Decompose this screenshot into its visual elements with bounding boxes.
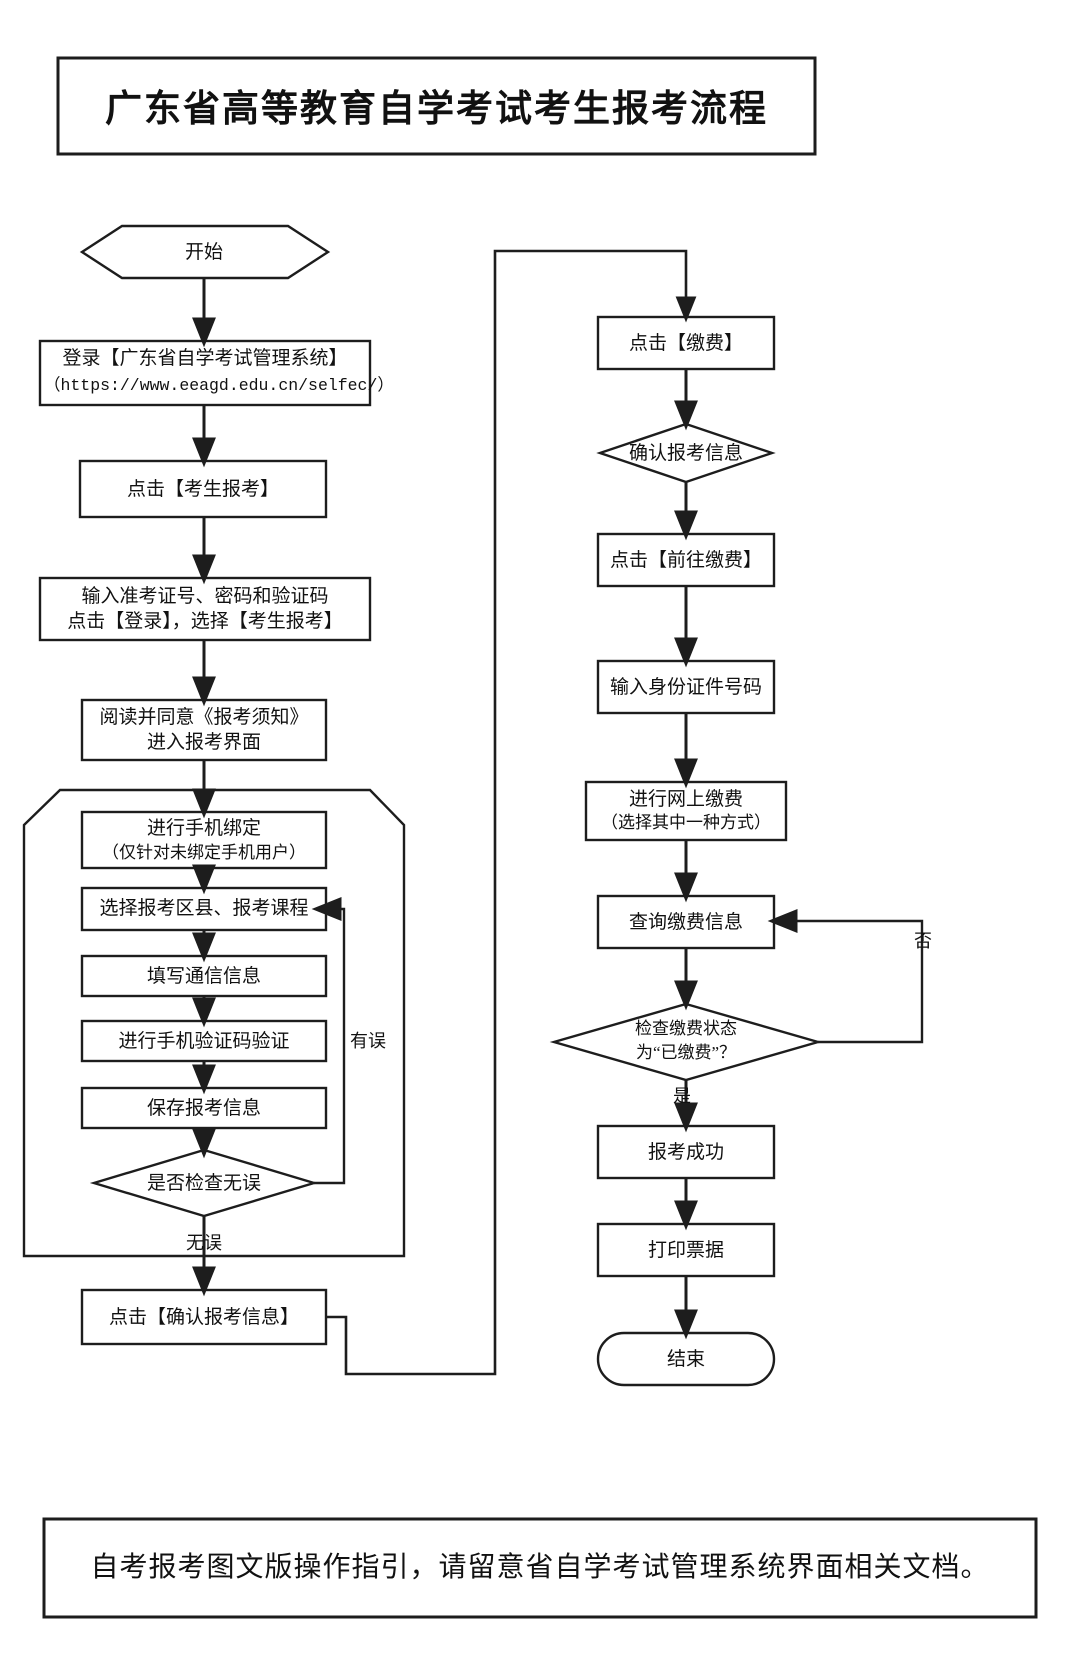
apply-success-node-label: 报考成功 xyxy=(647,1142,724,1163)
online-pay-node-label-line2: （选择其中一种方式） xyxy=(601,813,771,832)
online-pay-node-label-line1: 进行网上缴费 xyxy=(628,789,743,810)
click-goto-pay-node-label: 点击【前往缴费】 xyxy=(609,550,762,571)
footer-box xyxy=(42,1517,1038,1619)
read-notice-node-label-line2: 进入报考界面 xyxy=(146,732,261,753)
confirm-info-node-label: 点击【确认报考信息】 xyxy=(108,1307,299,1328)
edge-confirm-to-pay xyxy=(326,249,697,1376)
enter-credentials-node-label-line2: 点击【登录】，选择【考生报考】 xyxy=(67,611,343,632)
title-box xyxy=(56,56,817,156)
payment-status-node-label-line2: 为“已缴费”？ xyxy=(635,1043,737,1062)
edge-no-loopback xyxy=(790,919,924,1044)
confirm-apply-info-node-label: 确认报考信息 xyxy=(628,443,743,464)
footer-note: 自考报考图文版操作指引，请留意省自学考试管理系统界面相关文档。 xyxy=(90,1552,990,1583)
end-node-label: 结束 xyxy=(666,1349,705,1370)
check-decision-node-label: 是否检查无误 xyxy=(146,1173,261,1194)
login-node-label-line2: （https://www.eeagd.edu.cn/selfec/） xyxy=(44,376,394,395)
bind-phone-node-label-line2: （仅针对未绑定手机用户） xyxy=(102,843,306,862)
read-notice-node-label-line1: 阅读并同意《报考须知》 xyxy=(99,707,309,728)
edge-label-yes: 是 xyxy=(673,1086,691,1106)
start-node-label: 开始 xyxy=(184,242,223,263)
query-payment-node-label: 查询缴费信息 xyxy=(628,912,743,933)
save-info-node-label: 保存报考信息 xyxy=(146,1098,261,1119)
select-course-node-label: 选择报考区县、报考课程 xyxy=(99,898,309,919)
edge-label-error: 有误 xyxy=(350,1031,386,1051)
page-title: 广东省高等教育自学考试考生报考流程 xyxy=(105,89,768,130)
print-receipt-node-label: 打印票据 xyxy=(647,1240,724,1261)
login-node-label-line1: 登录【广东省自学考试管理系统】 xyxy=(62,348,348,369)
bind-phone-node-label-line1: 进行手机绑定 xyxy=(146,818,261,839)
click-pay-node-label: 点击【缴费】 xyxy=(628,333,743,354)
payment-status-node-label-line1: 检查缴费状态 xyxy=(635,1019,737,1038)
verify-sms-node-label: 进行手机验证码验证 xyxy=(118,1031,290,1052)
edge-label-no-error: 无误 xyxy=(186,1233,222,1253)
enter-id-node-label: 输入身份证件号码 xyxy=(609,677,762,698)
enter-credentials-node-label-line1: 输入准考证号、密码和验证码 xyxy=(81,586,329,607)
start-hexagon xyxy=(79,224,331,280)
loop-container xyxy=(22,788,406,1258)
click-apply-node-label: 点击【考生报考】 xyxy=(126,479,279,500)
fill-contact-node-label: 填写通信信息 xyxy=(146,966,261,987)
edge-label-no: 否 xyxy=(914,931,932,951)
